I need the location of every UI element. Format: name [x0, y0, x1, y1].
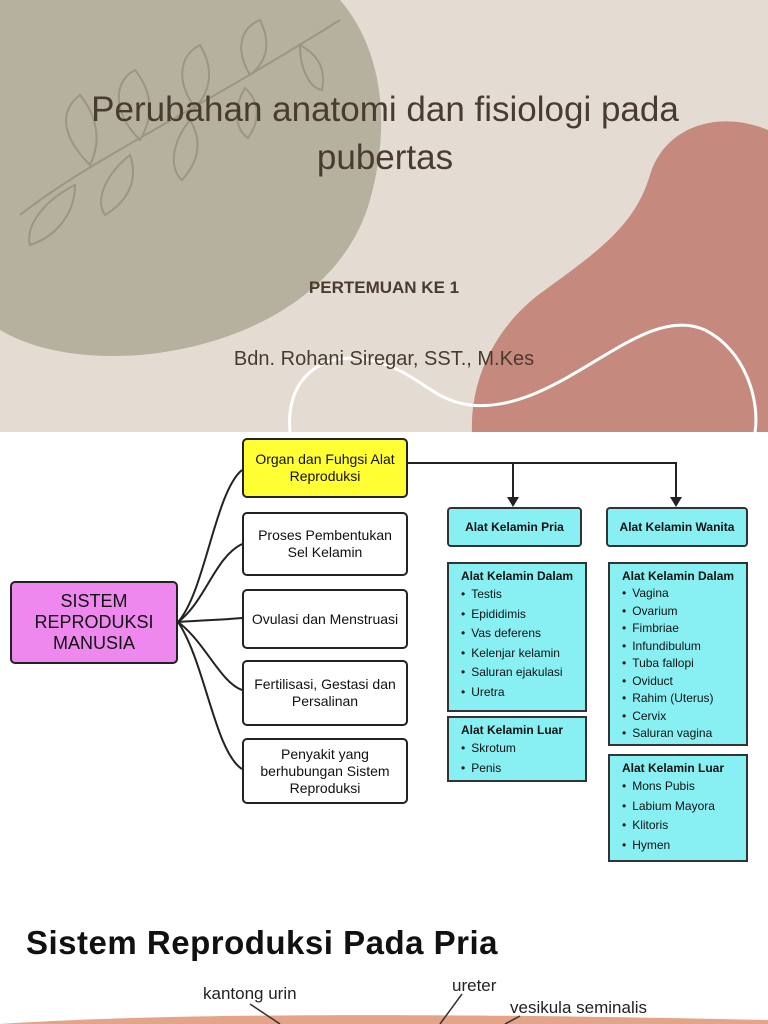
pria-dalam-title: Alat Kelamin Dalam [461, 569, 574, 583]
label-kantong-urin: kantong urin [203, 984, 297, 1003]
white-curve-line [288, 323, 758, 432]
branch-organ-fungsi: Organ dan Fuhgsi Alat Reproduksi [242, 438, 408, 498]
label-vesikula-seminalis: vesikula seminalis [510, 998, 647, 1017]
list-item: Uretra [461, 683, 585, 703]
list-item: Rahim (Uterus) [622, 690, 746, 708]
branch-3-line1: Ovulasi dan Menstruasi [251, 610, 399, 627]
wanita-dalam-title: Alat Kelamin Dalam [622, 569, 735, 583]
root-line2: REPRODUKSI [34, 612, 154, 632]
slide-author: Bdn. Rohani Siregar, SST., M.Kes [233, 348, 535, 370]
connector-lines [177, 462, 682, 770]
list-item: Epididimis [461, 605, 585, 625]
leaf-branch-icon [19, 18, 341, 247]
slide-title: Perubahan anatomi dan fisiologi pada pub… [40, 86, 730, 182]
slide-subtitle: PERTEMUAN KE 1 [308, 278, 460, 297]
anatomy-slide-title: Sistem Reproduksi Pada Pria [26, 924, 499, 961]
branch-1-line1: Organ dan Fuhgsi Alat [255, 451, 395, 467]
branch-5-line3: Reproduksi [289, 779, 361, 796]
slide-title-line2: pubertas [316, 138, 454, 177]
list-item: Hymen [622, 836, 746, 856]
list-item: Cervix [622, 708, 746, 726]
pria-luar-box: Alat Kelamin Luar Skrotum Penis [447, 716, 587, 782]
list-item: Testis [461, 585, 585, 605]
list-item: Skrotum [461, 739, 585, 759]
list-item: Klitoris [622, 816, 746, 836]
slide-title-line1: Perubahan anatomi dan fisiologi pada [91, 90, 679, 129]
wanita-luar-box: Alat Kelamin Luar Mons Pubis Labium Mayo… [608, 754, 748, 862]
pria-luar-title: Alat Kelamin Luar [461, 723, 564, 737]
list-item: Mons Pubis [622, 777, 746, 797]
list-item: Infundibulum [622, 638, 746, 656]
list-item: Ovarium [622, 603, 746, 621]
list-item: Kelenjar kelamin [461, 644, 585, 664]
list-item: Fimbriae [622, 620, 746, 638]
branch-5-line2: berhubungan Sistem [260, 762, 390, 779]
branch-4-line1: Fertilisasi, Gestasi dan [254, 676, 396, 692]
slide-background-art [0, 0, 768, 432]
branch-proses-pembentukan: Proses Pembentukan Sel Kelamin [242, 512, 408, 576]
pria-header: Alat Kelamin Pria [447, 507, 582, 547]
wanita-dalam-box: Alat Kelamin Dalam Vagina Ovarium Fimbri… [608, 562, 748, 746]
branch-4-line2: Persalinan [291, 693, 359, 709]
list-item: Labium Mayora [622, 797, 746, 817]
root-line1: SISTEM [60, 591, 128, 611]
wanita-luar-title: Alat Kelamin Luar [622, 761, 725, 775]
root-node-sistem-reproduksi: SISTEM REPRODUKSI MANUSIA [10, 581, 178, 664]
label-ureter: ureter [452, 976, 497, 995]
list-item: Saluran ejakulasi [461, 663, 585, 683]
root-line3: MANUSIA [52, 633, 135, 653]
list-item: Vas deferens [461, 624, 585, 644]
sage-blob-shape [0, 0, 382, 356]
branch-ovulasi: Ovulasi dan Menstruasi [242, 589, 408, 649]
branch-5-line1: Penyakit yang [281, 745, 369, 762]
terracotta-blob-shape [471, 121, 768, 432]
branch-1-line2: Reproduksi [289, 468, 361, 484]
diagram-slide: SISTEM REPRODUKSI MANUSIA Organ dan Fuhg… [0, 432, 768, 868]
anatomy-slide [0, 868, 768, 1024]
list-item: Saluran vagina [622, 725, 746, 743]
title-slide: Perubahan anatomi dan fisiologi pada pub… [0, 0, 768, 432]
wanita-header: Alat Kelamin Wanita [606, 507, 748, 547]
list-item: Oviduct [622, 673, 746, 691]
branch-2-line2: Sel Kelamin [287, 544, 363, 560]
list-item: Tuba fallopi [622, 655, 746, 673]
branch-2-line1: Proses Pembentukan [258, 527, 392, 543]
list-item: Vagina [622, 585, 746, 603]
branch-penyakit: Penyakit yang berhubungan Sistem Reprodu… [242, 738, 408, 804]
pria-dalam-box: Alat Kelamin Dalam Testis Epididimis Vas… [447, 562, 587, 712]
list-item: Penis [461, 759, 585, 779]
branch-fertilisasi: Fertilisasi, Gestasi dan Persalinan [242, 660, 408, 726]
